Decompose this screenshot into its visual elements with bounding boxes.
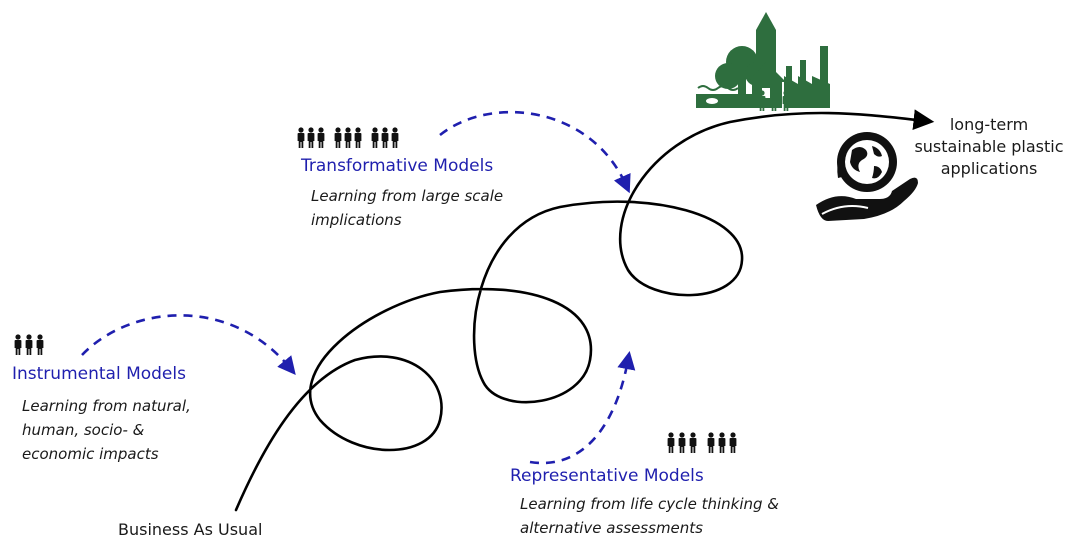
goal-line: long-term	[949, 115, 1029, 134]
people-group-icon	[14, 334, 44, 355]
representative-models-description: Learning from life cycle thinking & alte…	[520, 492, 779, 540]
representative-models-title: Representative Models	[510, 466, 704, 486]
representative-desc-line: Learning from life cycle thinking &	[520, 495, 779, 513]
transformative-desc-line: implications	[311, 211, 402, 229]
transformative-desc-line: Learning from large scale	[311, 187, 504, 205]
instrumental-models-description: Learning from natural, human, socio- & e…	[22, 394, 191, 466]
earth-in-hand-icon	[816, 132, 918, 221]
instrumental-desc-line: economic impacts	[22, 445, 159, 463]
learning-path-curve	[234, 109, 935, 512]
transformative-models-description: Learning from large scale implications	[311, 184, 503, 232]
instrumental-desc-line: Learning from natural,	[22, 397, 191, 415]
goal-label: long-term sustainable plastic applicatio…	[904, 114, 1074, 180]
transformative-models-title: Transformative Models	[301, 156, 494, 176]
goal-line: sustainable plastic	[914, 137, 1064, 156]
people-group-icon	[667, 432, 737, 453]
people-group-icon	[297, 127, 399, 148]
instrumental-desc-line: human, socio- &	[22, 421, 145, 439]
representative-dashed-arrow	[529, 351, 636, 465]
representative-desc-line: alternative assessments	[520, 519, 703, 537]
instrumental-dashed-arrow	[81, 314, 296, 376]
transformative-dashed-arrow	[439, 110, 631, 194]
goal-line: applications	[940, 159, 1038, 178]
town-community-icon	[696, 12, 830, 108]
instrumental-models-title: Instrumental Models	[12, 364, 186, 384]
business-as-usual-label: Business As Usual	[118, 520, 263, 539]
